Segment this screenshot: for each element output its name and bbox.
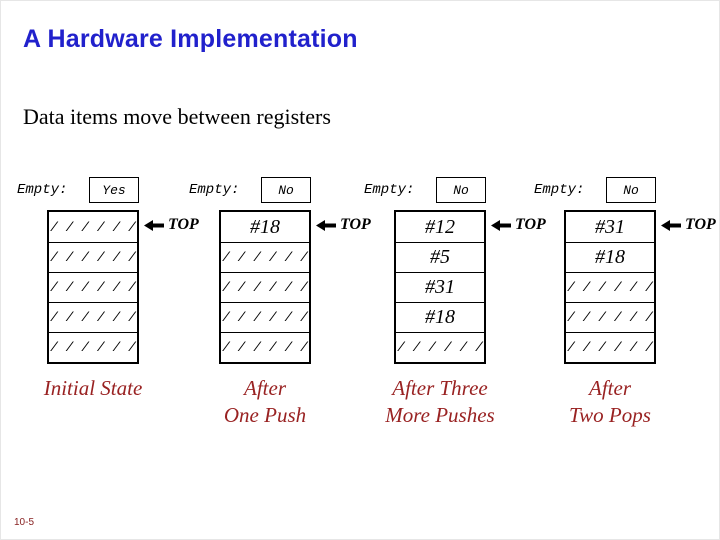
cell-value: #18 xyxy=(595,246,625,268)
caption-line: More Pushes xyxy=(385,403,495,427)
register-cell: / / / / / / xyxy=(221,332,309,362)
top-pointer: TOP xyxy=(144,210,199,240)
register-cell: / / / / / / xyxy=(49,212,137,242)
register-cell: #31 xyxy=(396,272,484,302)
caption-line: Initial State xyxy=(43,376,143,400)
empty-label: Empty: xyxy=(364,182,415,198)
cell-value: #18 xyxy=(425,306,455,328)
register-cell: / / / / / / xyxy=(49,302,137,332)
register-cell: #12 xyxy=(396,212,484,242)
empty-status-row: Empty: No xyxy=(364,177,486,203)
empty-cell-slashes: / / / / / / xyxy=(567,340,653,355)
register-cell: / / / / / / xyxy=(396,332,484,362)
caption-line: One Push xyxy=(223,403,307,427)
empty-label: Empty: xyxy=(189,182,240,198)
register-cell: #18 xyxy=(221,212,309,242)
empty-value-box: No xyxy=(436,177,486,203)
slide-title: A Hardware Implementation xyxy=(23,25,358,53)
cell-value: #18 xyxy=(250,215,280,238)
empty-cell-slashes: / / / / / / xyxy=(222,310,308,325)
register-cell: / / / / / / xyxy=(221,272,309,302)
empty-cell-slashes: / / / / / / xyxy=(567,310,653,325)
left-arrow-icon xyxy=(316,219,336,231)
left-arrow-icon xyxy=(491,219,511,231)
register-cell: / / / / / / xyxy=(221,302,309,332)
left-arrow-icon xyxy=(144,219,164,231)
empty-status-row: Empty: Yes xyxy=(17,177,139,203)
empty-cell-slashes: / / / / / / xyxy=(222,250,308,265)
cell-value: #31 xyxy=(425,276,455,298)
empty-cell-slashes: / / / / / / xyxy=(50,250,136,265)
empty-cell-slashes: / / / / / / xyxy=(50,280,136,295)
register-cell: / / / / / / xyxy=(49,332,137,362)
top-pointer: TOP xyxy=(661,210,716,240)
caption-line: After Three xyxy=(392,376,488,400)
top-label: TOP xyxy=(340,216,371,233)
caption-line: After xyxy=(589,376,631,400)
empty-cell-slashes: / / / / / / xyxy=(50,310,136,325)
register-stack: / / / / / / / / / / / / / / / / / / / / / /… xyxy=(47,210,139,364)
register-cell: #31 xyxy=(566,212,654,242)
register-stack: #31 #18 / / / / / / / / / / / / / / / / / / xyxy=(564,210,656,364)
register-cell: #18 xyxy=(566,242,654,272)
empty-status-row: Empty: No xyxy=(189,177,311,203)
register-cell: #18 xyxy=(396,302,484,332)
empty-status-row: Empty: No xyxy=(534,177,656,203)
empty-value-box: No xyxy=(606,177,656,203)
register-cell: / / / / / / xyxy=(221,242,309,272)
cell-value: #31 xyxy=(595,215,625,238)
caption-line: After xyxy=(244,376,286,400)
empty-label: Empty: xyxy=(17,182,68,198)
top-label: TOP xyxy=(685,216,716,233)
left-arrow-icon xyxy=(661,219,681,231)
register-cell: / / / / / / xyxy=(566,272,654,302)
empty-cell-slashes: / / / / / / xyxy=(50,340,136,355)
top-pointer: TOP xyxy=(491,210,546,240)
caption-line: Two Pops xyxy=(569,403,651,427)
empty-cell-slashes: / / / / / / xyxy=(222,280,308,295)
register-cell: / / / / / / xyxy=(49,242,137,272)
register-stack: #12 #5 #31 #18 / / / / / / xyxy=(394,210,486,364)
register-cell: #5 xyxy=(396,242,484,272)
top-pointer: TOP xyxy=(316,210,371,240)
empty-cell-slashes: / / / / / / xyxy=(567,280,653,295)
register-stack: #18 / / / / / / / / / / / / / / / / / / / / … xyxy=(219,210,311,364)
empty-label: Empty: xyxy=(534,182,585,198)
empty-cell-slashes: / / / / / / xyxy=(222,340,308,355)
empty-cell-slashes: / / / / / / xyxy=(397,340,483,355)
empty-cell-slashes: / / / / / / xyxy=(50,219,136,235)
stacks-area: Empty: Yes TOP / / / / / // / / / / // /… xyxy=(1,177,719,467)
slide-subtitle: Data items move between registers xyxy=(23,104,331,129)
empty-value-box: Yes xyxy=(89,177,139,203)
page-number: 10-5 xyxy=(14,517,35,528)
stack-caption: Initial State xyxy=(13,375,173,402)
register-cell: / / / / / / xyxy=(566,332,654,362)
empty-value-box: No xyxy=(261,177,311,203)
register-cell: / / / / / / xyxy=(566,302,654,332)
register-cell: / / / / / / xyxy=(49,272,137,302)
top-label: TOP xyxy=(515,216,546,233)
top-label: TOP xyxy=(168,216,199,233)
cell-value: #5 xyxy=(430,246,450,268)
cell-value: #12 xyxy=(425,215,455,238)
